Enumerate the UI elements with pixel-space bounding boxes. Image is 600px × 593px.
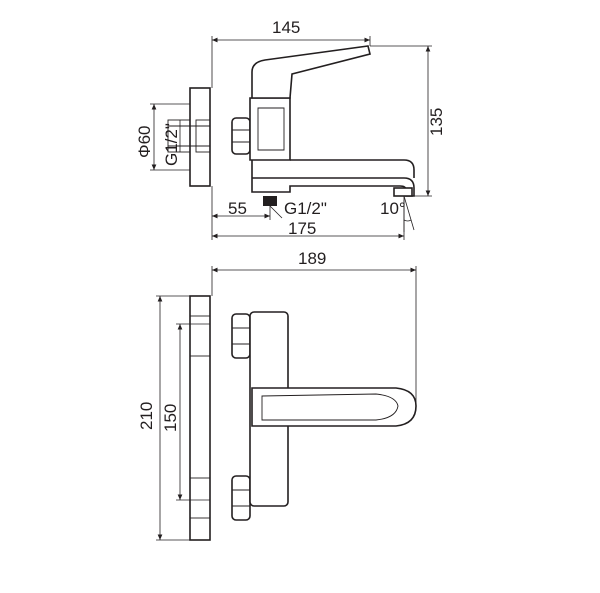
aerator xyxy=(393,187,413,197)
dim-outlet-thread-label: G1/2" xyxy=(284,199,327,218)
dim-inlet-thread-label: G1/2" xyxy=(162,123,181,166)
wall-section xyxy=(189,87,211,187)
connector-thread xyxy=(195,119,211,153)
front-lever xyxy=(251,387,417,427)
dim-front-height-label: 210 xyxy=(137,402,156,430)
dim-inlet-diameter-label: Φ60 xyxy=(135,126,154,158)
dim-angle-label: 10° xyxy=(380,199,406,218)
dim-centers-label: 150 xyxy=(161,404,180,432)
outlet-thread xyxy=(263,196,277,206)
hex-nut xyxy=(231,117,251,155)
lever-handle xyxy=(251,45,371,99)
dim-front-length-label: 189 xyxy=(298,249,326,268)
inlet-thread xyxy=(167,119,191,153)
upper-inlet xyxy=(189,315,211,357)
spout xyxy=(251,160,415,197)
dim-offset-label: 55 xyxy=(228,199,247,218)
front-view: 189 210 150 xyxy=(137,249,417,541)
dim-height-label: 135 xyxy=(427,108,446,136)
side-view: 145 135 Φ60 G1/2" 55 G1/2" 175 10° xyxy=(135,18,446,240)
wall-plate xyxy=(189,295,211,541)
lower-inlet xyxy=(189,477,211,519)
lower-nut xyxy=(231,475,251,521)
dim-width-label: 145 xyxy=(272,18,300,37)
upper-nut xyxy=(231,313,251,359)
dim-total-length-label: 175 xyxy=(288,219,316,238)
